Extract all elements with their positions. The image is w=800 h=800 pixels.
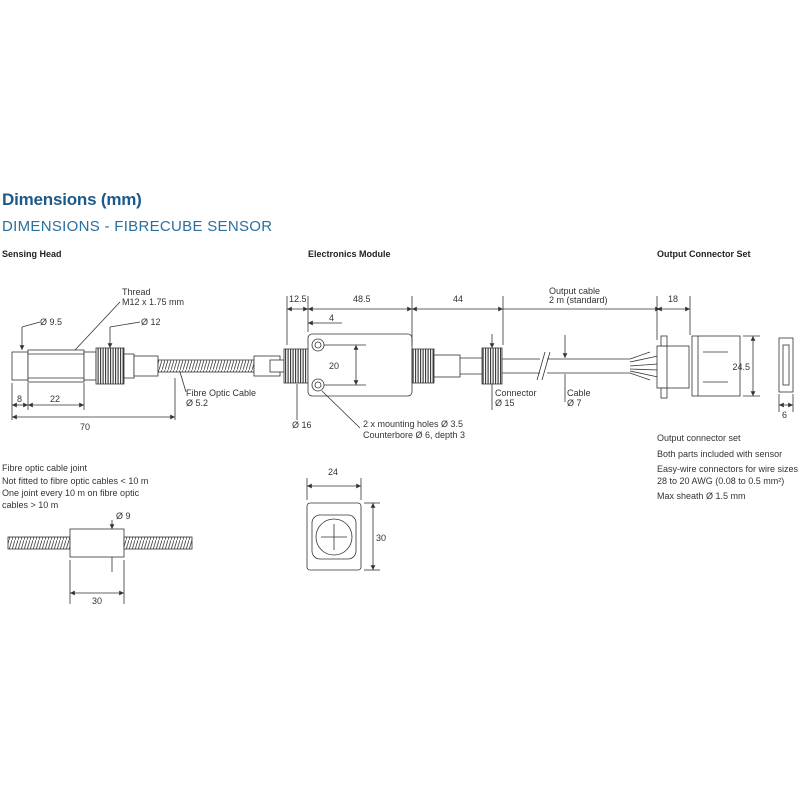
section-electronics-module: Electronics Module — [308, 249, 391, 259]
fibre-cable-label: Fibre Optic Cable — [186, 388, 256, 398]
connector-diameter: Ø 15 — [495, 398, 515, 408]
connector-note-sheath: Max sheath Ø 1.5 mm — [657, 491, 746, 501]
electronics-front-view — [306, 502, 362, 571]
cable-label: Cable — [567, 388, 591, 398]
connector-note-title: Output connector set — [657, 433, 741, 443]
nut-diameter: Ø 12 — [141, 317, 161, 327]
dim-70: 70 — [80, 422, 90, 432]
joint-note-short: Not fitted to fibre optic cables < 10 m — [2, 475, 149, 486]
fibre-cable-diameter: Ø 5.2 — [186, 398, 208, 408]
connector-label: Connector — [495, 388, 537, 398]
dim-48-5: 48.5 — [353, 294, 371, 304]
thread-spec: M12 x 1.75 mm — [122, 297, 184, 307]
cable-diameter: Ø 7 — [567, 398, 582, 408]
joint-length: 30 — [92, 596, 102, 606]
cable-joint-drawing — [7, 528, 193, 558]
dim-24-5: 24.5 — [732, 362, 750, 372]
joint-note-title: Fibre optic cable joint — [2, 463, 88, 473]
front-width: 24 — [328, 467, 338, 477]
mounting-holes-note: 2 x mounting holes Ø 3.5 — [363, 419, 463, 429]
output-cable-label: Output cable — [549, 286, 600, 296]
dim-22: 22 — [50, 394, 60, 404]
sensing-head-drawing — [11, 347, 281, 385]
dim-4: 4 — [329, 313, 334, 323]
page-subtitle: DIMENSIONS - FIBRECUBE SENSOR — [2, 218, 273, 235]
connector-note-parts: Both parts included with sensor — [657, 448, 783, 459]
output-connector-drawing — [656, 335, 794, 399]
dim-18: 18 — [668, 294, 678, 304]
connector-note-awg: 28 to 20 AWG (0.08 to 0.5 mm²) — [657, 475, 785, 486]
connector-note-wires: Easy-wire connectors for wire sizes — [657, 464, 799, 474]
joint-note-long-1: One joint every 10 m on fibre optic — [2, 488, 140, 498]
dim-8: 8 — [17, 394, 22, 404]
thread-label: Thread — [122, 287, 151, 297]
tip-diameter: Ø 9.5 — [40, 317, 62, 327]
joint-diameter: Ø 9 — [116, 511, 131, 521]
dim-20: 20 — [329, 361, 339, 371]
page-title: Dimensions (mm) — [2, 190, 142, 209]
connector-notes: Output connector set Both parts included… — [657, 433, 800, 503]
counterbore-note: Counterbore Ø 6, depth 3 — [363, 430, 465, 440]
section-sensing-head: Sensing Head — [2, 249, 62, 259]
section-output-connector-set: Output Connector Set — [657, 249, 751, 259]
dim-44: 44 — [453, 294, 463, 304]
electronics-module-drawing — [269, 333, 659, 397]
dim-12-5: 12.5 — [289, 294, 307, 304]
output-cable-length: 2 m (standard) — [549, 295, 608, 305]
joint-note-long-2: cables > 10 m — [2, 499, 59, 510]
dia-16: Ø 16 — [292, 420, 312, 430]
front-height: 30 — [376, 533, 386, 543]
joint-notes: Fibre optic cable joint Not fitted to fi… — [2, 463, 192, 511]
dim-6: 6 — [782, 410, 787, 420]
